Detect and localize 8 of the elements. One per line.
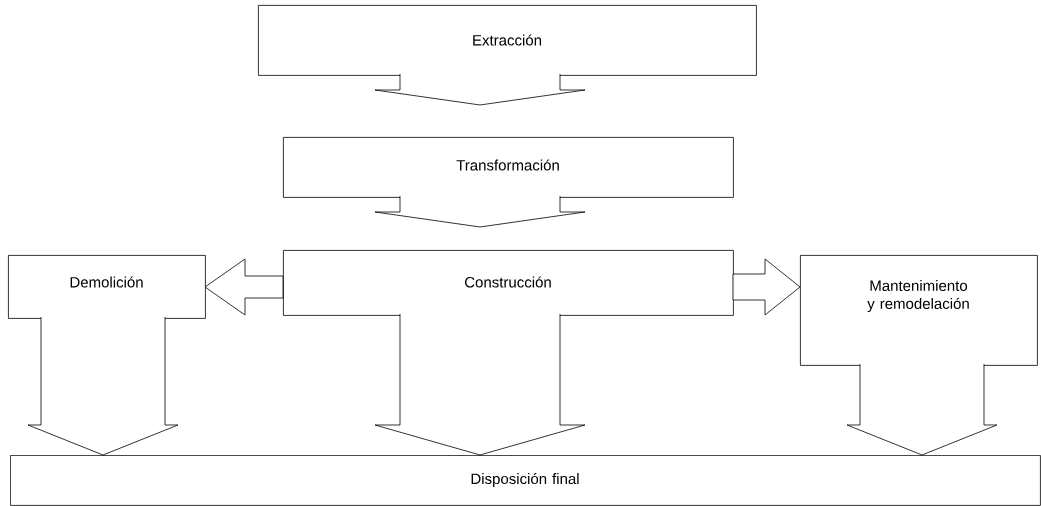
block-arrow [732, 258, 801, 316]
block-arrow [27, 316, 179, 456]
process-box: Disposición final [10, 455, 1041, 506]
block-arrow [374, 313, 586, 456]
block-arrow [374, 195, 586, 228]
block-arrow [204, 258, 284, 316]
block-arrow [846, 363, 998, 456]
block-arrow [374, 73, 586, 106]
